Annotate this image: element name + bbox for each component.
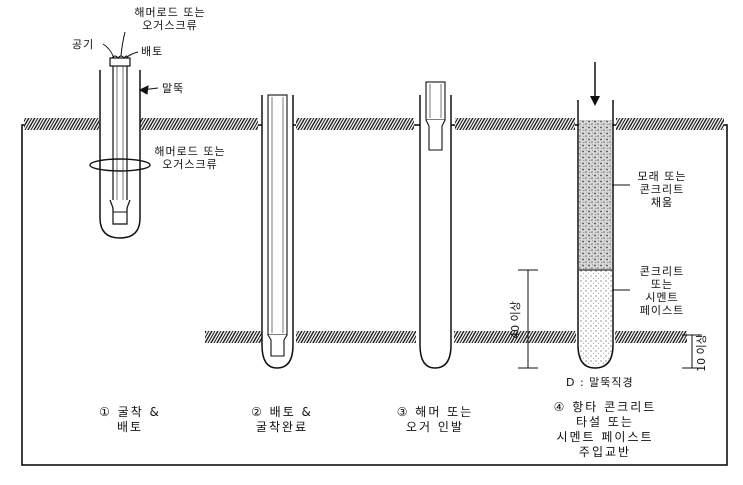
label-line: 콘크리트	[639, 265, 685, 278]
bearing-layer-hatching	[205, 331, 687, 343]
label-line: 해머로드 또는	[154, 145, 226, 158]
caption-line: 배토	[116, 420, 144, 434]
dimension-40	[518, 269, 538, 369]
caption-line: 타설 또는	[576, 415, 634, 429]
ground-surface-hatching	[24, 118, 724, 130]
label-air: 공기	[72, 38, 95, 51]
caption-line: 시멘트 페이스트	[556, 430, 654, 444]
label-sand-or-concrete-fill: 모래 또는 콘크리트 채움	[624, 170, 700, 209]
step2-pile	[261, 94, 294, 369]
label-concrete-or-cement-paste: 콘크리트 또는 시멘트 페이스트	[624, 265, 700, 317]
step1-leaders	[102, 31, 159, 95]
dimension-10-label: 10 이상	[695, 334, 708, 372]
step1-pile	[89, 55, 151, 239]
label-line: 페이스트	[639, 304, 685, 317]
label-line: 시멘트	[645, 291, 679, 304]
label-line: 콘크리트	[639, 183, 685, 196]
caption-step4: ④ 항타 콘크리트 타설 또는 시멘트 페이스트 주입교반	[520, 400, 690, 460]
caption-line: ④ 항타 콘크리트	[553, 400, 657, 414]
caption-step1: ① 굴착 & 배토	[70, 405, 190, 435]
dimension-40-label: 40 이상	[509, 301, 522, 339]
caption-line: ③ 해머 또는	[396, 405, 474, 419]
caption-step3: ③ 해머 또는 오거 인발	[370, 405, 500, 435]
caption-line: ② 배토 &	[251, 405, 313, 419]
caption-line: ① 굴착 &	[99, 405, 161, 419]
dimension-10	[682, 334, 702, 369]
label-line: 해머로드 또는	[134, 6, 206, 19]
step3-pile	[419, 81, 452, 369]
caption-line: 오거 인발	[406, 420, 464, 434]
label-soil-removal: 배토	[141, 45, 164, 58]
label-hammer-rod-top: 해머로드 또는 오거스크류	[120, 6, 220, 32]
legend-pile-diameter: D : 말뚝직경	[566, 376, 634, 389]
label-line: 또는	[650, 278, 674, 291]
label-line: 오거스크류	[162, 158, 218, 171]
label-hammer-rod-mid: 해머로드 또는 오거스크류	[140, 145, 240, 171]
label-line: 모래 또는	[637, 170, 687, 183]
label-line: 오거스크류	[142, 19, 198, 32]
caption-line: 주입교반	[578, 445, 632, 459]
caption-step2: ② 배토 & 굴착완료	[222, 405, 342, 435]
label-line: 채움	[650, 196, 674, 209]
label-pile: 말뚝	[162, 82, 185, 95]
caption-line: 굴착완료	[255, 420, 309, 434]
step4-pile	[577, 62, 630, 369]
